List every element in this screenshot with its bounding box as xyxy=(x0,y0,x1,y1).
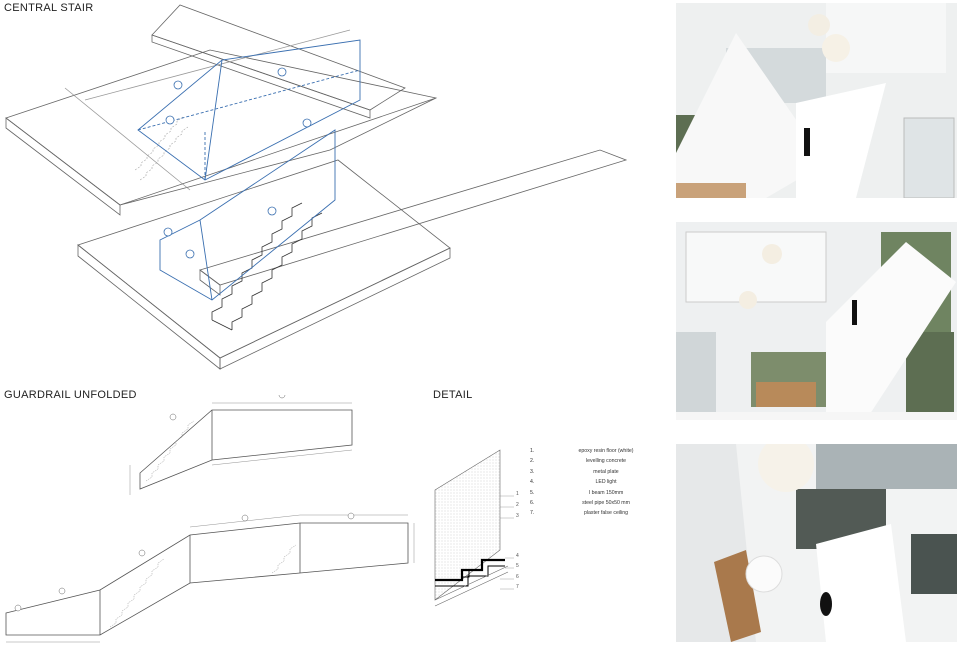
legend-item: 2.levelling concrete xyxy=(530,458,627,465)
detail-stair-profile xyxy=(435,558,505,582)
interior-photo-3 xyxy=(676,444,957,642)
detail-legend: 1.epoxy resin floor (white) 2.levelling … xyxy=(530,446,670,519)
bottom-slab xyxy=(77,159,451,359)
detail-wall xyxy=(434,449,501,601)
guardrail-unfolded-drawing xyxy=(5,395,415,643)
legend-item: 7.plaster false ceiling xyxy=(530,510,629,517)
callout-4: 4 xyxy=(516,553,519,559)
detail-title: DETAIL xyxy=(433,389,473,401)
callout-2: 2 xyxy=(516,502,519,508)
guardrail-panel-lower xyxy=(5,522,409,636)
legend-item: 3.metal plate xyxy=(530,468,619,475)
top-slab xyxy=(151,4,406,111)
central-stair-title: CENTRAL STAIR xyxy=(4,2,94,14)
legend-item: 5.I beam 150mm xyxy=(530,489,624,496)
callout-3: 3 xyxy=(516,513,519,519)
callout-5: 5 xyxy=(516,563,519,569)
callout-6: 6 xyxy=(516,574,519,580)
axonometric-stair-drawing xyxy=(5,4,628,370)
interior-photo-1 xyxy=(676,3,957,198)
ceiling-slab-right xyxy=(199,149,628,286)
guardrail-plane-upper xyxy=(137,39,361,181)
legend-item: 4.LED light xyxy=(530,479,617,486)
callout-7: 7 xyxy=(516,584,519,590)
legend-item: 6.steel pipe 50x50 mm xyxy=(530,499,630,506)
guardrail-unfolded-title: GUARDRAIL UNFOLDED xyxy=(4,389,137,401)
legend-item: 1.epoxy resin floor (white) xyxy=(530,448,634,454)
callout-1: 1 xyxy=(516,491,519,497)
interior-photo-2 xyxy=(676,222,957,420)
detail-led-light xyxy=(461,569,470,578)
guardrail-panel-upper xyxy=(139,409,353,490)
middle-slab xyxy=(5,49,438,206)
